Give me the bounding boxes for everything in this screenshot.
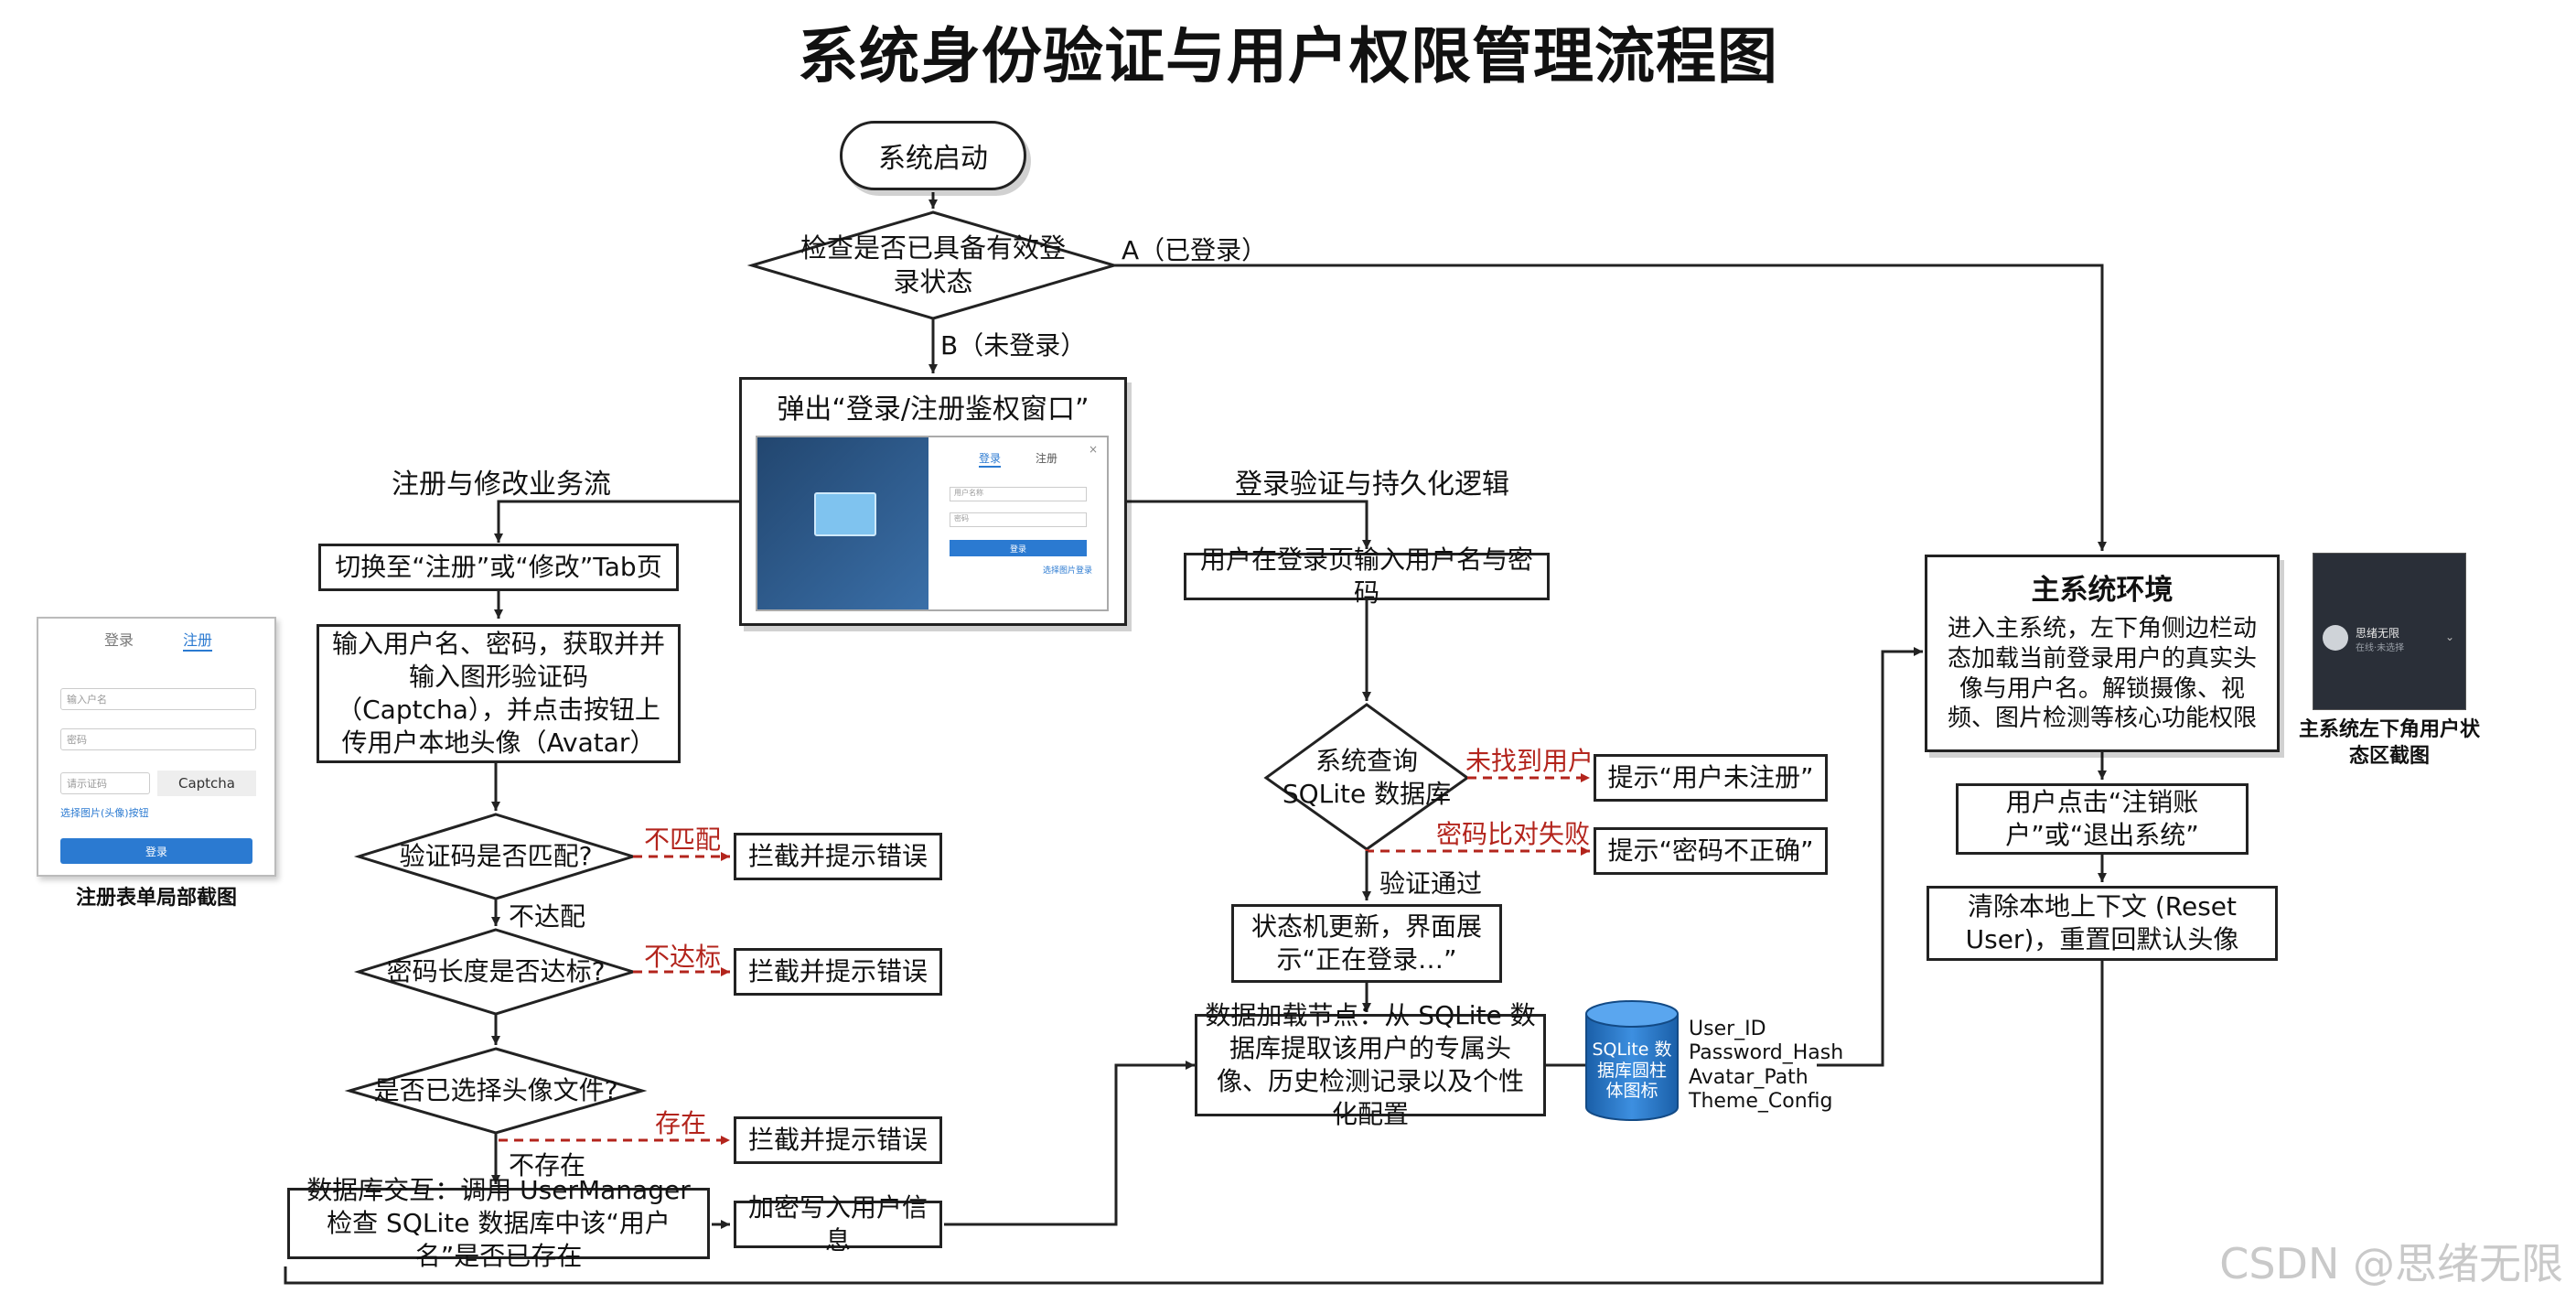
section-register-flow: 注册与修改业务流 — [392, 469, 611, 501]
db-field: Password_Hash — [1689, 1041, 1844, 1065]
label-not-match-down: 不达配 — [509, 901, 586, 932]
form-password-field[interactable]: 密码 — [60, 728, 256, 750]
db-field: User_ID — [1689, 1018, 1766, 1040]
query-db-text: 系统查询 SQLite 数据库 — [1282, 746, 1452, 809]
form-submit-button[interactable]: 登录 — [60, 838, 252, 864]
db-field-list: User_ID Password_Hash Avatar_Path Theme_… — [1689, 1018, 1843, 1115]
label-not-exists: 不存在 — [509, 1150, 586, 1180]
form-shot-caption: 注册表单局部截图 — [75, 887, 237, 910]
main-env-title: 主系统环境 — [2031, 573, 2174, 607]
intercept-node-2: 拦截并提示错误 — [734, 948, 942, 996]
avatar — [2323, 625, 2348, 651]
status-shot-caption: 主系统左下角用户状态区截图 — [2298, 718, 2480, 768]
login-input-node: 用户在登录页输入用户名与密码 — [1184, 544, 1550, 608]
label-not-reach: 不达标 — [644, 942, 722, 972]
popup-tab-register[interactable]: 注册 — [1036, 452, 1058, 465]
close-icon[interactable]: × — [1088, 443, 1098, 456]
check-login-text: 检查是否已具备有效登录状态 — [800, 232, 1066, 297]
state-update-node: 状态机更新，界面展示“正在登录…” — [1231, 904, 1502, 983]
popup-title: 弹出“登录/注册鉴权窗口” — [777, 393, 1089, 426]
input-register-node: 输入用户名、密码，获取并并输入图形验证码（Captcha），并点击按钮上传用户本… — [317, 624, 681, 763]
popup-link[interactable]: 选择图片登录 — [1043, 566, 1093, 576]
popup-username-field[interactable]: 用户名称 — [950, 487, 1087, 501]
hint-wrong-pwd-node: 提示“密码不正确” — [1594, 827, 1828, 875]
label-not-logged-in: B（未登录） — [940, 330, 1087, 361]
popup-password-field[interactable]: 密码 — [950, 512, 1087, 527]
upload-avatar-checkbox[interactable]: 选择图片(头像)按钮 — [60, 807, 149, 819]
db-interact-node: 数据库交互：调用 UserManager 检查 SQLite 数据库中该“用户名… — [287, 1175, 710, 1271]
main-env-body: 进入主系统，左下角侧边栏动态加载当前登录用户的真实头像与用户名。解锁摄像、视频、… — [1947, 615, 2257, 733]
page-title: 系统身份验证与用户权限管理流程图 — [798, 21, 1778, 92]
status-state: 在线·未选择 — [2356, 643, 2405, 653]
db-field: Avatar_Path — [1689, 1065, 1809, 1089]
encrypt-write-node: 加密写入用户信息 — [734, 1192, 942, 1256]
captcha-image[interactable]: Captcha — [157, 771, 256, 796]
chevron-down-icon[interactable]: ⌄ — [2444, 630, 2454, 643]
section-login-flow: 登录验证与持久化逻辑 — [1235, 469, 1509, 501]
label-exists: 存在 — [655, 1108, 707, 1138]
intercept-node-3: 拦截并提示错误 — [734, 1116, 942, 1164]
avatar-check-text: 是否已选择头像文件? — [373, 1075, 618, 1106]
db-cylinder-label: SQLite 数据库圆柱体图标 — [1592, 1039, 1672, 1102]
main-env-node: 主系统环境 进入主系统，左下角侧边栏动态加载当前登录用户的真实头像与用户名。解锁… — [1925, 555, 2280, 752]
intercept-node-1: 拦截并提示错误 — [734, 833, 942, 880]
popup-tab-login[interactable]: 登录 — [979, 450, 1002, 468]
captcha-check-text: 验证码是否匹配? — [399, 841, 593, 872]
reset-node: 清除本地上下文 (Reset User)，重置回默认头像 — [1927, 886, 2278, 961]
register-form-screenshot: 登录 注册 输入户名 密码 请示证码 Captcha 选择图片(头像)按钮 登录 — [37, 617, 276, 877]
switch-tab-node: 切换至“注册”或“修改”Tab页 — [318, 544, 679, 591]
form-tab-register[interactable]: 注册 — [183, 628, 213, 652]
popup-illustration — [757, 437, 928, 609]
label-user-not-found: 未找到用户 — [1465, 746, 1594, 776]
label-verify-pass: 验证通过 — [1379, 868, 1483, 899]
popup-screenshot: 登录 注册 × 用户名称 密码 登录 选择图片登录 — [756, 436, 1109, 611]
watermark: CSDN @思绪无限 — [2219, 1239, 2563, 1288]
monitor-icon — [814, 492, 876, 536]
start-node: 系统启动 — [840, 121, 1026, 190]
database-cylinder-icon — [1585, 1000, 1679, 1121]
label-pwd-fail: 密码比对失败 — [1436, 819, 1591, 849]
db-field: Theme_Config — [1689, 1090, 1833, 1114]
load-data-node: 数据加载节点：从 SQLite 数据库提取该用户的专属头像、历史检测记录以及个性… — [1195, 1000, 1546, 1129]
form-username-field[interactable]: 输入户名 — [60, 688, 256, 710]
form-tab-login[interactable]: 登录 — [104, 631, 134, 649]
logout-node: 用户点击“注销账户”或“退出系统” — [1956, 783, 2249, 855]
popup-login-button[interactable]: 登录 — [950, 540, 1087, 556]
label-logged-in: A（已登录） — [1122, 235, 1268, 265]
pwd-len-check-text: 密码长度是否达标? — [386, 956, 606, 987]
status-area-screenshot: 思绪无限 在线·未选择 ⌄ — [2313, 553, 2466, 710]
form-captcha-field[interactable]: 请示证码 — [60, 772, 150, 794]
label-not-match: 不匹配 — [644, 824, 722, 855]
hint-no-user-node: 提示“用户未注册” — [1594, 754, 1828, 802]
status-username: 思绪无限 — [2356, 627, 2400, 640]
